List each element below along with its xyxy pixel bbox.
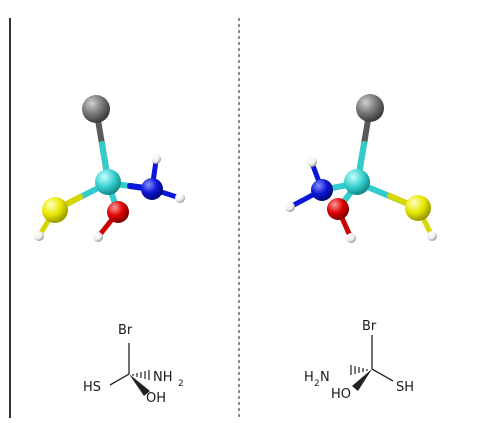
hydrogen-atom xyxy=(427,231,437,241)
nitrogen-atom xyxy=(311,179,333,201)
right-h-label: H xyxy=(304,370,314,385)
right-n-label: N xyxy=(320,370,330,385)
right-br-label: Br xyxy=(362,319,377,334)
left-structural-formula: Br HS NH 2 OH xyxy=(83,323,184,406)
right-ho-label: HO xyxy=(331,387,351,402)
right-h-subscript: 2 xyxy=(314,379,320,389)
nitrogen-atom xyxy=(141,178,163,200)
sulfur-atom xyxy=(42,197,68,223)
hydrogen-atom xyxy=(151,154,161,164)
oxygen-atom xyxy=(107,201,129,223)
hydrogen-atom xyxy=(34,231,44,241)
left-nh-label: NH xyxy=(153,370,173,385)
left-ball-and-stick-model xyxy=(34,95,185,242)
carbon-atom xyxy=(344,169,370,195)
right-sh-label: SH xyxy=(396,380,414,395)
left-hs-label: HS xyxy=(83,380,101,395)
left-oh-label: OH xyxy=(146,391,166,406)
oxygen-atom xyxy=(327,198,349,220)
hydrogen-atom xyxy=(346,233,356,243)
left-br-label: Br xyxy=(118,323,133,338)
carbon-atom xyxy=(95,169,121,195)
bromine-atom xyxy=(356,94,384,122)
bromine-atom xyxy=(82,95,110,123)
left-nh-subscript: 2 xyxy=(178,379,184,389)
right-structural-formula: Br H 2 N SH HO xyxy=(304,319,414,402)
hydrogen-atom xyxy=(175,193,185,203)
sulfur-atom xyxy=(405,195,431,221)
hydrogen-atom xyxy=(307,157,317,167)
right-ball-and-stick-model xyxy=(285,94,437,243)
hydrogen-atom xyxy=(285,202,295,212)
hydrogen-atom xyxy=(93,232,103,242)
